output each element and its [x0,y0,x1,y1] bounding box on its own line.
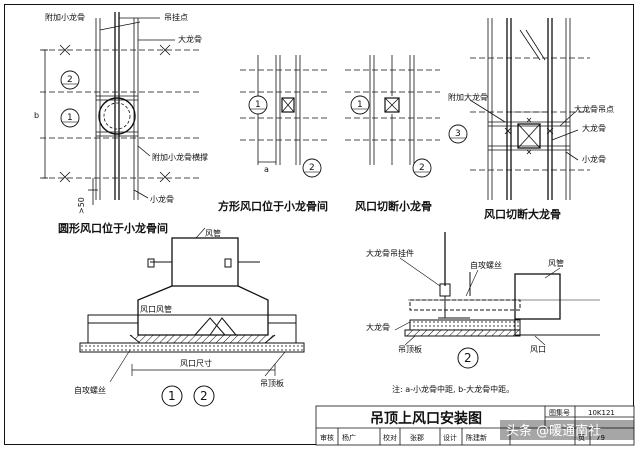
design-name: 陈建新 [466,433,487,442]
label-fujia-xiaolonggu: 附加小龙骨 [45,12,85,22]
label-diaodingban-2: 吊顶板 [398,344,422,354]
marker-2-square: 2 [309,163,315,173]
page-label: 页 [578,434,585,442]
design-label: 设计 [443,433,457,442]
label-fujia-da-longgu: 附加大龙骨 [448,92,488,102]
check-label: 校对 [383,433,397,442]
label-da-longgu: 大龙骨 [178,34,202,44]
review-label: 审核 [320,433,334,442]
caption-square-between: 方形风口位于小龙骨间 [218,199,328,213]
figure-cut-small-keel [345,55,440,165]
page-number: 79 [596,434,605,442]
label-fengkou-fengguan: 风口风管 [140,304,172,314]
dimension-a: a [264,165,269,174]
title-block [315,405,635,446]
label-fujia-xiaolonggu-hengcheng: 附加小龙骨横撑 [152,152,208,162]
label-fengguan: 风管 [205,228,221,238]
label-zigong-luosi: 自攻螺丝 [74,385,106,395]
atlas-number: 10K121 [588,409,615,417]
watermark-bg [500,420,634,440]
label-xiao-longgu: 小龙骨 [150,194,174,204]
dimension-b: b [34,111,39,120]
note-text: 注: a-小龙骨中距, b-大龙骨中距。 [392,384,514,394]
atlas-label: 图集号 [549,408,570,417]
marker-1-cut-small: 1 [357,100,363,110]
review-name: 杨广 [342,433,356,442]
label-fengkou-chicun: 风口尺寸 [180,358,212,368]
caption-cut-large: 风口切断大龙骨 [484,207,561,221]
label-diaogua-dian: 吊挂点 [164,12,188,22]
label-da-longgu-diaogua: 大龙骨吊挂件 [366,248,414,258]
detail-marker-2: 2 [464,351,472,365]
marker-2-circle [60,70,80,90]
caption-round-between: 圆形风口位于小龙骨间 [58,221,168,235]
label-da-longgu-diaodian: 大龙骨吊点 [574,104,614,114]
detail-hanger [394,232,600,346]
section-marker-2: 2 [200,389,208,403]
label-zigong-luosi-2: 自攻螺丝 [470,260,502,270]
figure-square-outlet [240,55,330,165]
marker-2-cut-small: 2 [419,163,425,173]
label-diaodingban: 吊顶板 [260,378,284,388]
marker-1: 1 [67,113,73,123]
dimension-50: >50 [77,197,86,214]
section-outlet-duct [79,227,305,383]
label-da-longgu-2: 大龙骨 [582,123,606,133]
label-xiao-longgu-2: 小龙骨 [582,154,606,164]
figure-round-outlet [40,12,200,205]
marker-2: 2 [67,75,73,85]
drawing-title: 吊顶上风口安装图 [370,410,482,427]
watermark: 头条 @暖通南社 [506,423,601,439]
marker-1-circle [60,108,80,128]
figure-cut-large-keel [469,18,590,200]
section-marker-1: 1 [168,389,176,403]
check-name: 张郡 [410,433,424,442]
label-fengkou: 风口 [530,345,546,354]
label-fengguan-2: 风管 [548,258,564,268]
label-da-longgu-3: 大龙骨 [366,322,390,332]
marker-3: 3 [455,129,461,139]
marker-1-square: 1 [255,100,261,110]
caption-cut-small: 风口切断小龙骨 [355,199,432,213]
